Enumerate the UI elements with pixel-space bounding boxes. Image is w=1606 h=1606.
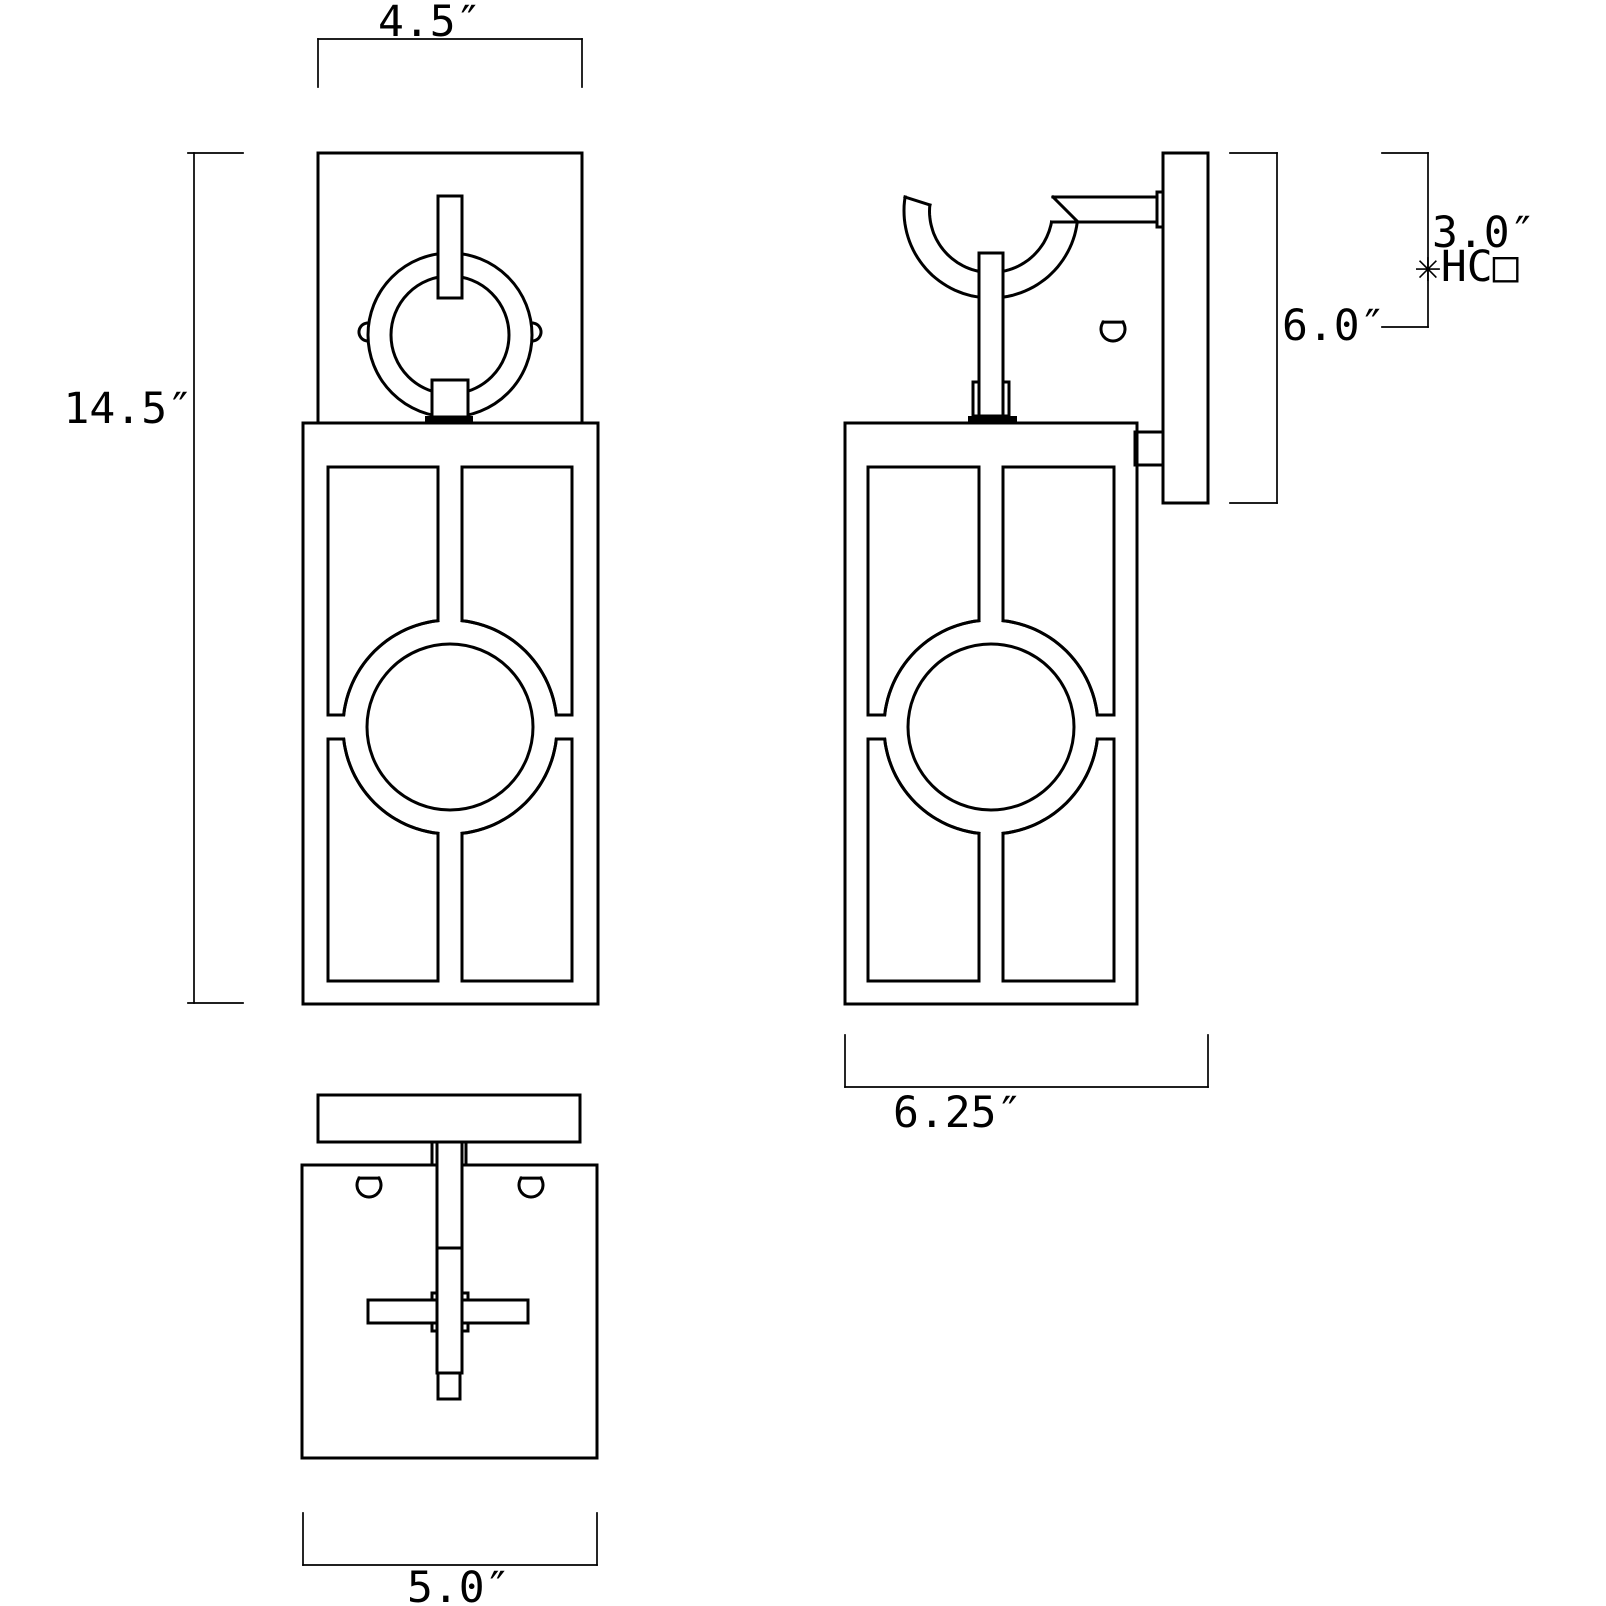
screw-hole-right [517, 1175, 545, 1199]
dimension-lines [187, 38, 1429, 1566]
dim-body-width-label: 5.0″ [407, 1563, 511, 1606]
ring-screw-right [530, 321, 543, 343]
lantern-body-outline-side [843, 421, 1139, 1006]
dim-hc-offset-label: 3.0″ [1432, 208, 1536, 258]
dim-plate-height-label: 6.0″ [1282, 301, 1386, 351]
pane-top-right [460, 465, 574, 717]
pane-top-left [326, 465, 440, 717]
pane-top-right-side [1001, 465, 1116, 717]
dimension-labels: 4.5″ 14.5″ 6.0″ 3.0″✳HC□ 6.25″ 5.0″ [64, 0, 1536, 1606]
connector-band-side [968, 416, 1017, 423]
hook-stem [977, 251, 1005, 418]
side-view [843, 151, 1210, 1006]
grille-circle-inner [365, 642, 535, 812]
body-mount-bracket [1133, 430, 1165, 467]
ring-connector [430, 378, 470, 419]
screw-hole-left [355, 1175, 383, 1199]
hook-tip-top [436, 1371, 462, 1401]
front-view [301, 151, 600, 1006]
wall-plate-top-outline [316, 1093, 582, 1144]
pane-bottom-left-side [866, 737, 981, 983]
pane-bottom-left [326, 737, 440, 983]
hook-tip-cap [903, 195, 932, 207]
dim-hc-note-label: ✳HC□ [1415, 242, 1519, 292]
dim-backplate-width-label: 4.5″ [378, 0, 482, 47]
dim-projection-label: 6.25″ [893, 1088, 1022, 1138]
hook-stem-top [435, 1140, 464, 1375]
arm-diagonal-edge [1050, 194, 1081, 225]
pane-bottom-right [460, 737, 574, 983]
plate-screw-hole [1099, 319, 1127, 343]
grille-circle-inner-side [906, 642, 1076, 812]
ring-stem [436, 194, 464, 300]
connector-band [425, 416, 473, 423]
wall-plate-outline [1161, 151, 1210, 505]
dim-overall-height-label: 14.5″ [64, 384, 193, 434]
lantern-body-outline [301, 421, 600, 1006]
arm-flange [1155, 190, 1165, 229]
pane-top-left-side [866, 465, 981, 717]
ring-screw-left [357, 321, 370, 343]
top-view [300, 1093, 599, 1460]
pane-bottom-right-side [1001, 737, 1116, 983]
